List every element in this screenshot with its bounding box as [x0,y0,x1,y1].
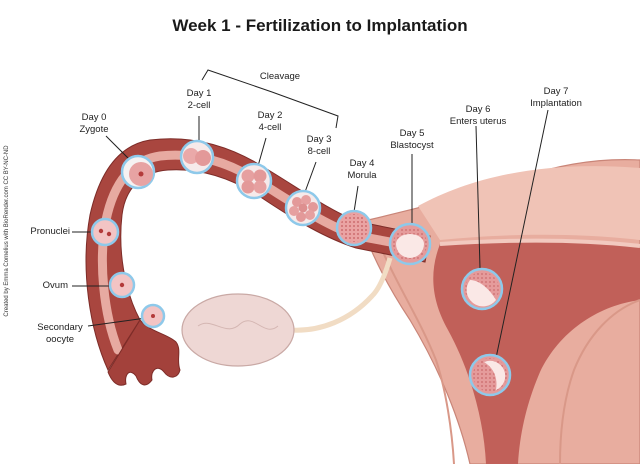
day7-day: Day 7 [543,86,569,97]
leader-day7 [495,109,549,359]
label-cleavage: Cleavage [240,71,320,83]
leader-4cell [257,137,267,167]
label-4cell: Day 2 4-cell [242,110,298,134]
uterine-wall-inner [381,249,455,465]
eight-cell-embryo [284,189,322,227]
embryo-stages [90,139,512,397]
2cell-day: Day 1 [186,88,212,99]
2cell-name: 2-cell [187,100,211,111]
zygote-cell [120,154,156,190]
day6-name: Enters uterus [449,116,507,127]
label-ovum: Ovum [10,280,68,292]
ovum-cell [108,271,136,299]
leader-lines [72,109,549,359]
label-secondary-oocyte: Secondary oocyte [30,322,90,346]
implanting-blastocyst [468,353,512,397]
day6-blastocyst [460,267,504,311]
label-zygote: Day 0 Zygote [66,112,122,136]
leader-8cell [304,161,317,193]
label-morula: Day 4 Morula [334,158,390,182]
pronuclei-cell [90,217,120,247]
4cell-day: Day 2 [257,110,283,121]
cleavage-bracket [201,69,339,129]
blastocyst-day: Day 5 [399,128,425,139]
uterine-wall-right [559,299,640,465]
cleavage-text: Cleavage [259,71,301,82]
morula-name: Morula [347,170,377,181]
leader-oocyte [87,317,147,327]
label-8cell: Day 3 8-cell [291,134,347,158]
oocyte-line2: oocyte [46,334,74,345]
day7-name: Implantation [530,98,582,109]
ovary-group [181,257,393,367]
blastocyst-name: Blastocyst [390,140,434,151]
ovum-text: Ovum [42,280,68,291]
pronuclei-text: Pronuclei [30,226,70,237]
secondary-oocyte-cell [140,303,166,329]
uterus [359,159,640,465]
leader-day6 [475,125,481,269]
morula-day: Day 4 [349,158,375,169]
ovary [181,293,295,367]
endometrium-edge [439,238,640,248]
8cell-day: Day 3 [306,134,332,145]
label-day7: Day 7 Implantation [520,86,592,110]
label-blastocyst: Day 5 Blastocyst [382,128,442,152]
leader-morula [353,185,359,213]
label-day6: Day 6 Enters uterus [440,104,516,128]
zygote-name: Zygote [79,124,109,135]
day6-day: Day 6 [465,104,491,115]
four-cell-embryo [235,162,273,200]
blastocyst-embryo [388,222,432,266]
label-2cell: Day 1 2-cell [171,88,227,112]
zygote-day: Day 0 [81,112,107,123]
label-pronuclei: Pronuclei [10,226,70,238]
oocyte-line1: Secondary [37,322,83,333]
credit-text: Created by Emma Cornelius with BioRender… [4,145,10,317]
4cell-name: 4-cell [258,122,282,133]
ovarian-ligament [289,257,393,333]
morula-embryo [335,209,373,247]
leader-zygote [105,135,131,161]
fimbriae [107,319,181,386]
8cell-name: 8-cell [307,146,331,157]
diagram-title: Week 1 - Fertilization to Implantation [172,16,468,35]
two-cell-embryo [179,139,215,175]
ovary-texture [197,320,279,330]
